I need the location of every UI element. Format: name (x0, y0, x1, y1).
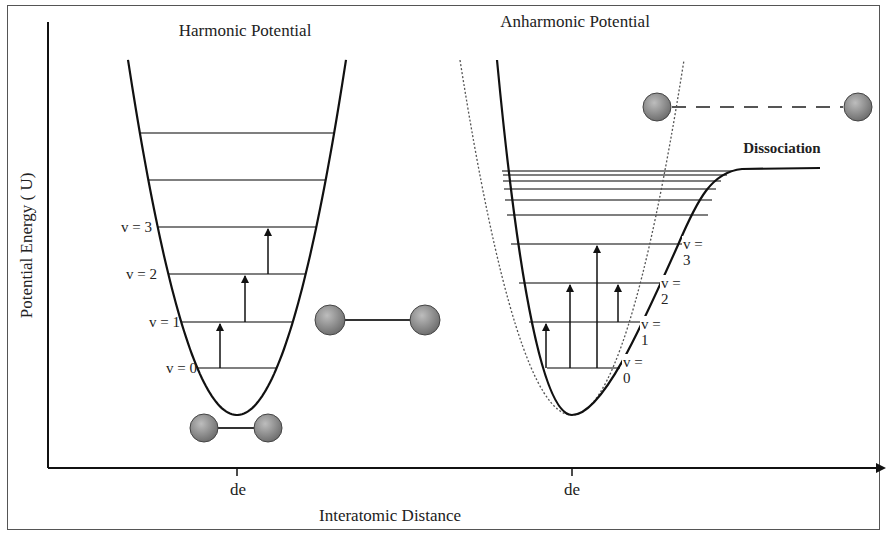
tick (236, 468, 238, 476)
morse-curve (497, 60, 820, 415)
energy-levels (140, 133, 334, 368)
axis-tick-label: de (564, 481, 580, 500)
axis-title: Interatomic Distance (319, 507, 461, 526)
frame (8, 6, 880, 530)
molecule (315, 305, 440, 335)
axis-arrow (876, 463, 886, 473)
axis-title: Potential Energy ( U) (19, 172, 38, 318)
level-label: v = 1 (640, 316, 671, 349)
level-label: v = 3 (121, 219, 152, 236)
panel-title: Anharmonic Potential (498, 13, 652, 32)
axis-tick-label: de (230, 481, 246, 500)
level-label: v = 2 (660, 275, 691, 308)
energy-level (168, 273, 305, 274)
energy-level (158, 226, 317, 227)
level-label: v = 2 (126, 266, 157, 283)
transition-arrows (546, 246, 618, 368)
harmonic-reference-curve (460, 60, 684, 415)
energy-level (148, 179, 325, 180)
dissociated-molecule (643, 93, 872, 121)
harmonic-curve (128, 60, 346, 415)
energy-level (140, 132, 334, 133)
panel-title: Harmonic Potential (177, 22, 314, 41)
transition-arrows (220, 229, 268, 368)
level-label: v = 1 (149, 314, 180, 331)
annotation: Dissociation (741, 140, 823, 157)
tick (571, 468, 573, 476)
level-label: v = 0 (622, 354, 653, 387)
molecule (190, 414, 282, 442)
y-axis (47, 22, 49, 468)
x-axis (48, 467, 876, 469)
energy-level (181, 321, 293, 322)
level-label: v = 3 (682, 236, 713, 269)
energy-level (197, 367, 276, 368)
level-label: v = 0 (166, 360, 197, 377)
